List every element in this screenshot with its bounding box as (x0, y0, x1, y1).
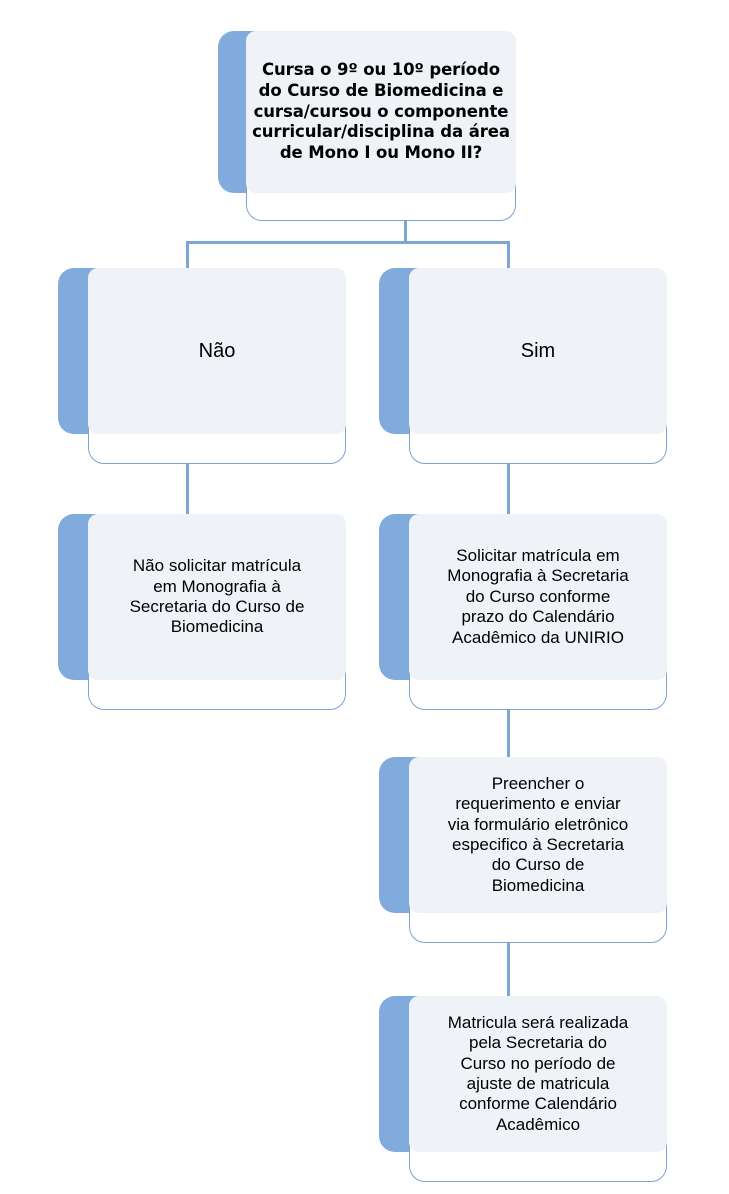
connector-step1-to-step2 (507, 682, 510, 758)
connector-yes-to-step1 (507, 440, 510, 516)
node-body: Solicitar matrícula em Monografia à Secr… (409, 514, 667, 680)
node-yes-step-2[interactable]: Preencher o requerimento e enviar via fo… (379, 757, 667, 943)
node-body: Não (88, 268, 346, 434)
connector-step2-to-step3 (507, 925, 510, 997)
node-label: Matricula será realizada pela Secretaria… (447, 1012, 629, 1134)
node-label: Solicitar matrícula em Monografia à Secr… (447, 546, 629, 647)
node-body: Sim (409, 268, 667, 434)
node-body: Não solicitar matrícula em Monografia à … (88, 514, 346, 680)
node-label: Preencher o requerimento e enviar via fo… (447, 773, 629, 895)
node-body: Matricula será realizada pela Secretaria… (409, 996, 667, 1152)
connector-branch-horizontal (186, 241, 510, 244)
node-body: Cursa o 9º ou 10º período do Curso de Bi… (246, 31, 516, 193)
connector-branch-left-drop (186, 241, 189, 270)
node-yes-step-3[interactable]: Matricula será realizada pela Secretaria… (379, 996, 667, 1182)
node-label: Não solicitar matrícula em Monografia à … (129, 556, 305, 637)
node-body: Preencher o requerimento e enviar via fo… (409, 757, 667, 913)
node-yes-step-1[interactable]: Solicitar matrícula em Monografia à Secr… (379, 514, 667, 710)
node-branch-no[interactable]: Não (58, 268, 346, 464)
connector-branch-right-drop (507, 241, 510, 270)
node-no-outcome[interactable]: Não solicitar matrícula em Monografia à … (58, 514, 346, 710)
node-branch-yes[interactable]: Sim (379, 268, 667, 464)
node-decision[interactable]: Cursa o 9º ou 10º período do Curso de Bi… (218, 31, 516, 221)
node-label: Cursa o 9º ou 10º período do Curso de Bi… (252, 59, 510, 163)
connector-no-to-outcome (186, 440, 189, 516)
node-label: Sim (520, 340, 556, 362)
node-label: Não (198, 340, 236, 362)
